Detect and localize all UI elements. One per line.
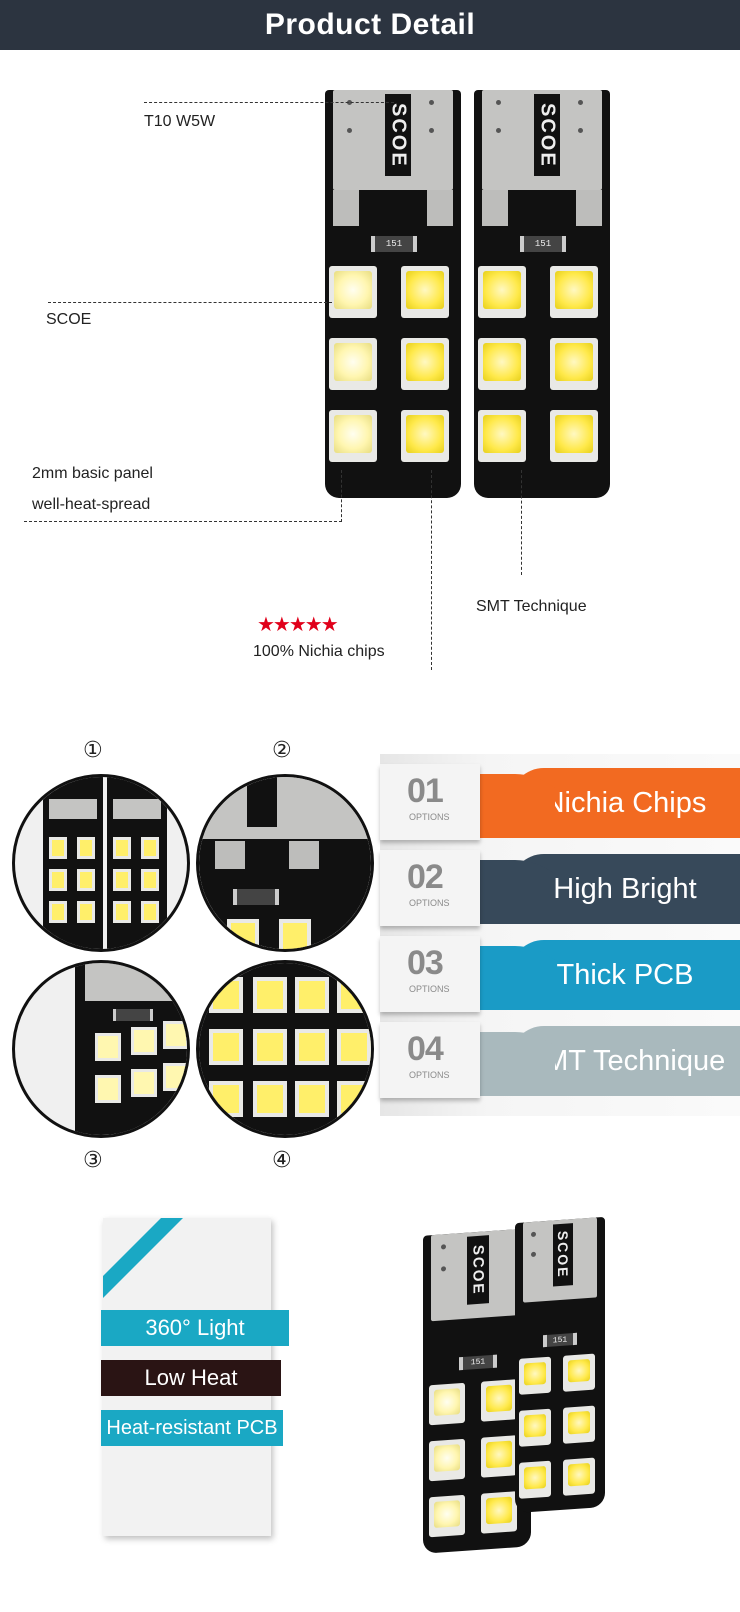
feature-ribbon-heat-resistant-pcb: Heat-resistant PCB	[101, 1410, 283, 1446]
option-row-2: High Bright 02 OPTIONS	[380, 850, 740, 926]
callout-vline-chips	[431, 470, 432, 670]
option-number: 03	[407, 944, 444, 982]
option-sub: OPTIONS	[409, 1070, 450, 1080]
board-brand-label: SCOE	[385, 94, 411, 176]
callout-smt: SMT Technique	[476, 598, 587, 615]
resistor: 151	[371, 236, 417, 252]
callout-line-model	[144, 102, 394, 103]
detail-circle-3	[12, 960, 190, 1138]
detail-circle-1	[12, 774, 190, 952]
feature-ribbon-360-light: 360° Light	[101, 1310, 289, 1346]
resistor: 151	[520, 236, 566, 252]
circle-mark-1: ①	[83, 738, 103, 763]
callout-model: T10 W5W	[144, 113, 216, 130]
option-tab: 02 OPTIONS	[380, 850, 480, 926]
option-sub: OPTIONS	[409, 898, 450, 908]
callout-panel-line1: 2mm basic panel	[32, 465, 153, 482]
option-row-1: Nichia Chips 01 OPTIONS	[380, 764, 740, 840]
feature-ribbon-low-heat: Low Heat	[101, 1360, 281, 1396]
rating-stars: ★★★★★	[257, 614, 339, 636]
board-connector: SCOE	[431, 1228, 523, 1322]
option-number: 02	[407, 858, 444, 896]
options-panel: Nichia Chips 01 OPTIONS High Bright 02 O…	[380, 754, 740, 1116]
option-sub: OPTIONS	[409, 984, 450, 994]
resistor: 151	[543, 1332, 577, 1348]
option-number: 04	[407, 1030, 444, 1068]
board-brand-label: SCOE	[534, 94, 560, 176]
resistor: 151	[459, 1354, 497, 1371]
card-corner-cut	[103, 1218, 161, 1276]
option-tab: 01 OPTIONS	[380, 764, 480, 840]
board-connector: SCOE	[523, 1217, 597, 1303]
option-tab: 03 OPTIONS	[380, 936, 480, 1012]
page-title: Product Detail	[264, 8, 476, 41]
callout-vline-panel	[341, 470, 342, 522]
circle-mark-2: ②	[272, 738, 292, 763]
circle-mark-4: ④	[272, 1148, 292, 1173]
circle-mark-3: ③	[83, 1148, 103, 1173]
detail-circle-2	[196, 774, 374, 952]
detail-circle-4	[196, 960, 374, 1138]
callout-chips: 100% Nichia chips	[253, 643, 385, 660]
board-connector: SCOE	[482, 90, 602, 190]
callout-line-panel	[24, 521, 342, 522]
board-connector: SCOE	[333, 90, 453, 190]
callout-vline-smt	[521, 470, 522, 575]
option-sub: OPTIONS	[409, 812, 450, 822]
board-brand-label: SCOE	[467, 1235, 489, 1305]
option-row-3: Thick PCB 03 OPTIONS	[380, 936, 740, 1012]
page-header: Product Detail	[0, 0, 740, 50]
led-board-right: SCOE 151	[474, 90, 610, 498]
option-number: 01	[407, 772, 444, 810]
bottom-led-board-right: SCOE 151	[515, 1216, 605, 1514]
callout-panel-line2: well-heat-spread	[32, 496, 151, 513]
option-row-4: SMT Technique 04 OPTIONS	[380, 1022, 740, 1098]
callout-line-brand	[48, 302, 332, 303]
option-tab: 04 OPTIONS	[380, 1022, 480, 1098]
callout-brand: SCOE	[46, 311, 92, 328]
board-brand-label: SCOE	[553, 1223, 573, 1287]
led-board-left: SCOE 151	[325, 90, 461, 498]
